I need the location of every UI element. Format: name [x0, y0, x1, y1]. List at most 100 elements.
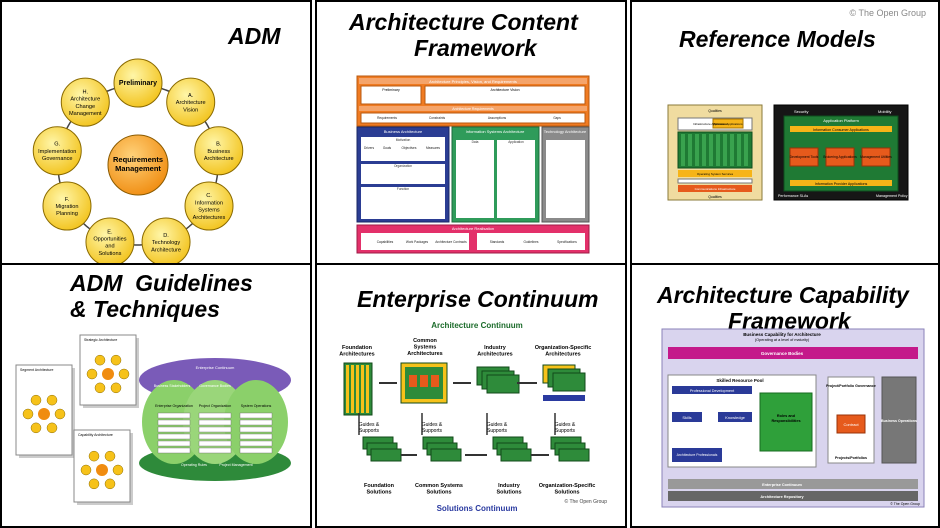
- trm-qualities-label-bottom: Qualities: [708, 195, 722, 199]
- acf-small-label: Goals: [383, 146, 392, 150]
- content-framework-diagram: Architecture Principles, Vision, and Req…: [356, 75, 590, 254]
- org-label: Governance Bodies: [199, 384, 231, 388]
- panel-reference-models: © The Open Group Reference Models Infras…: [630, 0, 940, 265]
- trm-qualities-label: Qualities: [708, 109, 722, 113]
- enterprise-continuum-label: Enterprise Continuum: [762, 483, 802, 487]
- arch-continuum-label: Architecture Continuum: [431, 321, 523, 330]
- realisation-label: Architecture Realisation: [452, 226, 494, 231]
- document-title: Strategic Architecture: [84, 338, 117, 342]
- org-label: Project Organization: [199, 404, 232, 408]
- business-label: Business Architecture: [384, 129, 423, 134]
- acf-small-label: Motivation: [396, 138, 411, 142]
- panel-capability-framework: Architecture Capability Framework Busine…: [630, 263, 940, 528]
- org-label: Project Management: [219, 463, 252, 467]
- acf-small-label: Drivers: [364, 146, 374, 150]
- acf-small-label: Capabilities: [377, 240, 394, 244]
- trm-infra-apps: Infrastructure Applications: [693, 122, 728, 126]
- top-bar-label: Architecture Principles, Vision, and Req…: [429, 79, 517, 84]
- arch-professionals-label: Architecture Professionals: [677, 453, 718, 457]
- architecture-document: Capability Architecture: [73, 429, 133, 505]
- dev-tools-label: Development Tools: [790, 155, 819, 159]
- consumer-apps-label: Information Consumer Applications: [813, 128, 869, 132]
- brokering-label: Brokering Applications: [823, 155, 857, 159]
- panel-title: Enterprise Continuum: [357, 286, 599, 312]
- acf-small-label: Standards: [490, 240, 505, 244]
- trm-os-services: Operating System Services: [697, 172, 734, 176]
- contract-label: Contract: [843, 422, 859, 427]
- repository-label: Architecture Repository: [760, 495, 804, 499]
- panel-title-line1: Architecture Content: [349, 9, 578, 35]
- cap-copyright: © The Open Group: [890, 502, 920, 506]
- architecture-document: Segment Architecture: [15, 364, 75, 458]
- guides-label: Guides &Supports: [487, 422, 508, 434]
- org-label: System Operations: [241, 404, 272, 408]
- guides-label: Guides &Supports: [555, 422, 576, 434]
- trm-comm-infra: Communications Infrastructure: [695, 187, 736, 191]
- org-label: Enterprise Continuum: [196, 365, 235, 370]
- continuum-copyright: © The Open Group: [564, 498, 607, 505]
- guides-label: Guides &Supports: [422, 422, 443, 434]
- acf-small-label: Architecture Contracts: [435, 240, 467, 244]
- panel-title-line1: Architecture Capability: [657, 282, 909, 308]
- org-label: Enterprise Organization: [155, 404, 193, 408]
- document-title: Capability Architecture: [78, 433, 113, 437]
- governance-label: Governance Bodies: [761, 351, 804, 356]
- adm-phase-label: Preliminary: [119, 80, 157, 87]
- acf-small-label: Data: [472, 140, 479, 144]
- panel-title-line2: Framework: [414, 35, 537, 61]
- panel-guidelines: ADM Guidelines & Techniques Segment Arch…: [0, 263, 312, 528]
- security-label: Security: [794, 109, 808, 114]
- capability-framework-diagram: Business Capability for Architecture (Op…: [661, 328, 925, 508]
- acf-small-label: Organization: [394, 164, 412, 168]
- project-gov-label: Project/Portfolio Governance: [826, 384, 876, 388]
- acf-small-label: Guidelines: [523, 240, 538, 244]
- architecture-documents: Segment Architecture Strategic Architectu…: [15, 334, 139, 505]
- arch-vision-label: Architecture Vision: [490, 88, 519, 92]
- guides-label: Guides &Supports: [359, 422, 380, 434]
- infosys-label: Information Systems Architecture: [466, 129, 525, 134]
- provider-apps-label: Information Provider Applications: [815, 182, 868, 186]
- solution-graphics: [362, 436, 590, 462]
- acf-small-label: Requirements: [377, 116, 397, 120]
- panel-title-line2: & Techniques: [70, 296, 220, 322]
- mobility-label: Mobility: [878, 109, 892, 114]
- iii-reference-model: Security Mobility Application Platform I…: [773, 104, 909, 201]
- adm-phase-1: Preliminary: [113, 58, 163, 108]
- acf-small-label: Work Packages: [406, 240, 429, 244]
- acf-small-label: Assumptions: [488, 116, 507, 120]
- acf-small-label: Constraints: [429, 116, 446, 120]
- panel-title-line1: ADM Guidelines: [70, 270, 253, 296]
- acf-small-label: Measures: [426, 146, 440, 150]
- skilled-pool-label: Skilled Resource Pool: [716, 378, 763, 383]
- projects-label: Projects/Portfolios: [835, 456, 867, 460]
- panel-enterprise-continuum: Enterprise Continuum Architecture Contin…: [315, 263, 627, 528]
- tech-label: Technology Architecture: [544, 129, 587, 134]
- enterprise-continuum-diagram: Architecture Continuum Solutions Continu…: [339, 321, 607, 513]
- skills-label: Skills: [682, 415, 691, 420]
- org-label: Operating Rules: [181, 463, 207, 467]
- app-platform-label: Application Platform: [823, 118, 859, 123]
